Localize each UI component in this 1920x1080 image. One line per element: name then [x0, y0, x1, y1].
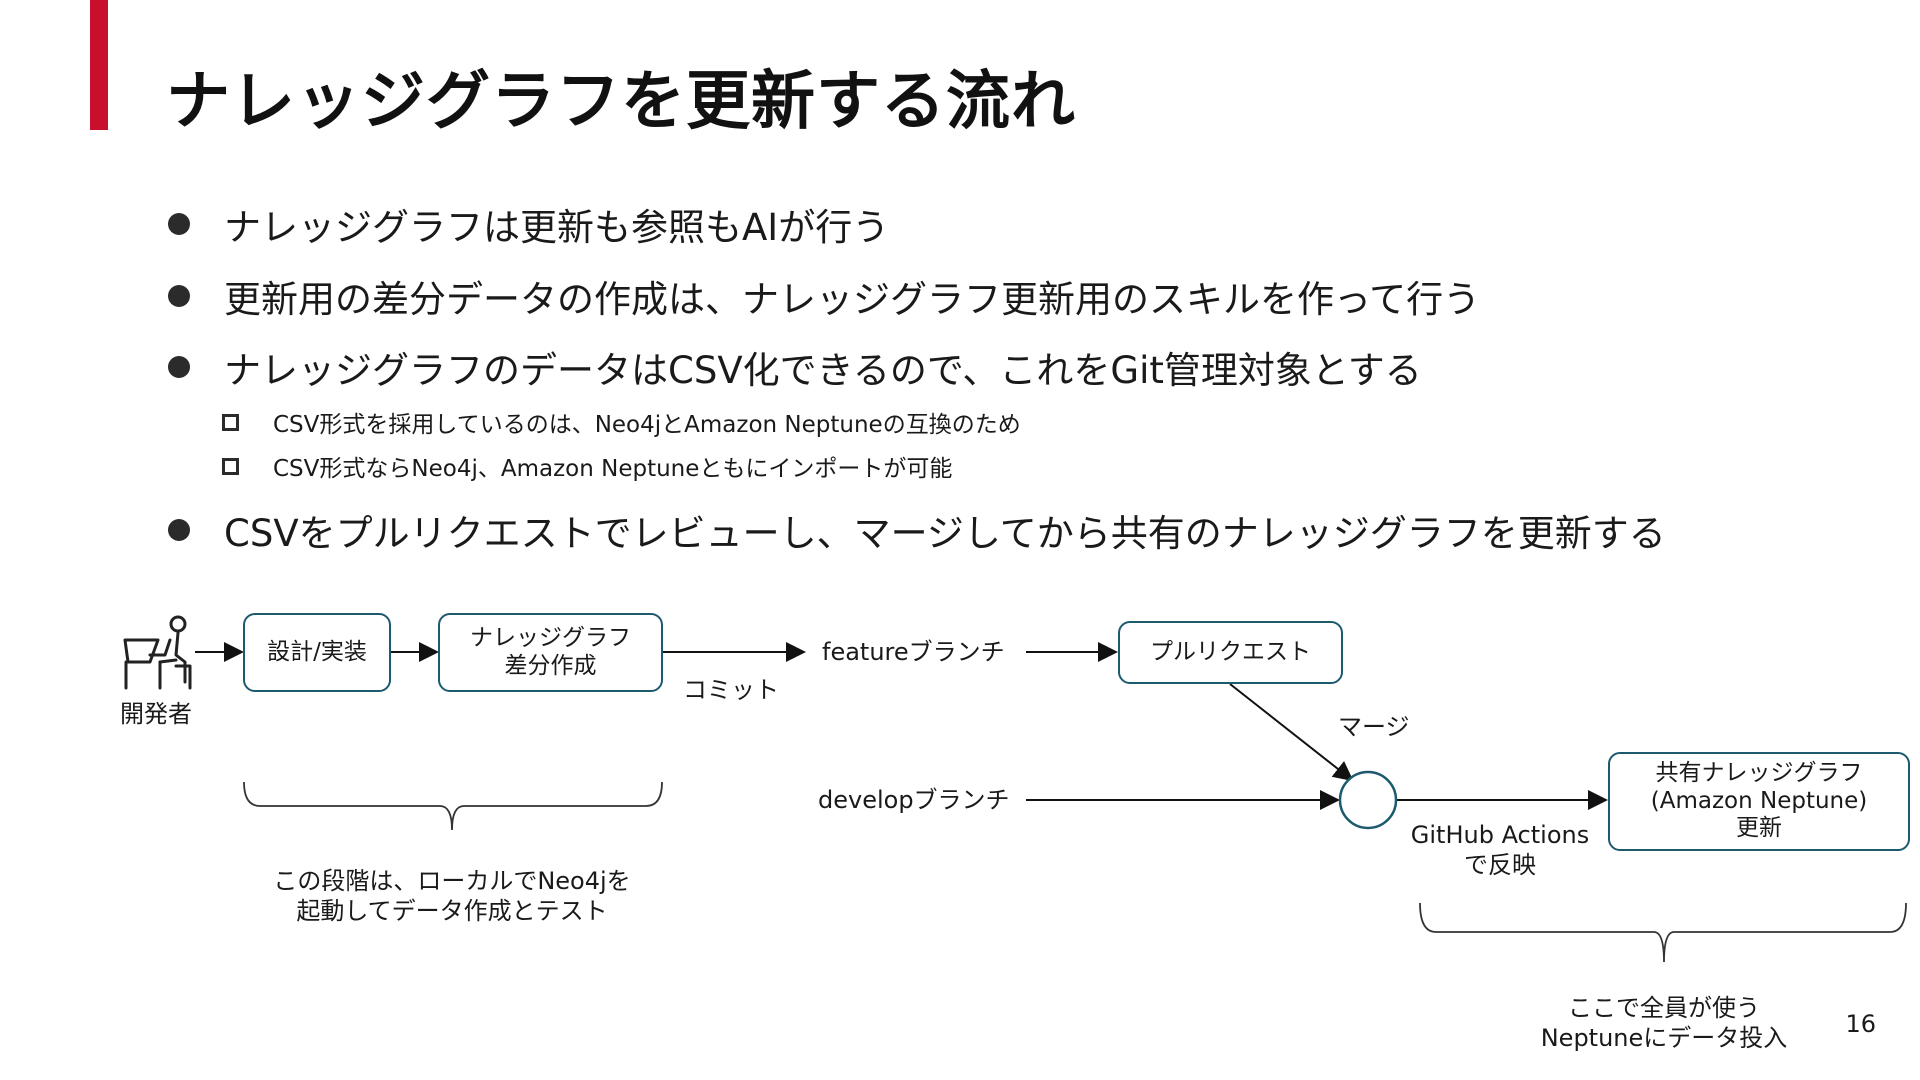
github-actions-line1: GitHub Actions: [1410, 821, 1590, 849]
pull-request-label: プルリクエスト: [1150, 638, 1311, 665]
bullet-dot-icon: [168, 285, 190, 307]
bullet-dot-icon: [168, 213, 190, 235]
shared-graph-box: 共有ナレッジグラフ (Amazon Neptune) 更新: [1608, 752, 1910, 851]
design-implement-label: 設計/実装: [267, 638, 367, 665]
merge-node: [1338, 770, 1398, 830]
developer-at-desk-icon: [123, 615, 192, 690]
bullet-item: ナレッジグラフは更新も参照もAIが行う: [168, 197, 889, 251]
bullet-text: 更新用の差分データの作成は、ナレッジグラフ更新用のスキルを作って行う: [224, 278, 1481, 321]
developer-label: 開発者: [120, 700, 192, 728]
shared-graph-line1: 共有ナレッジグラフ: [1655, 760, 1863, 787]
bullet-item: CSVをプルリクエストでレビューし、マージしてから共有のナレッジグラフを更新する: [168, 503, 1666, 557]
local-stage-note-line1: この段階は、ローカルでNeo4jを: [273, 867, 631, 895]
diff-create-line1: ナレッジグラフ: [470, 624, 631, 651]
bullet-dot-icon: [168, 519, 190, 541]
brace-local: [243, 781, 663, 831]
brace-shared: [1419, 902, 1907, 963]
commit-label: コミット: [683, 676, 779, 704]
slide-title: ナレッジグラフを更新する流れ: [166, 65, 1076, 139]
bullet-text: CSVをプルリクエストでレビューし、マージしてから共有のナレッジグラフを更新する: [224, 512, 1666, 555]
diff-create-line2: 差分作成: [504, 652, 597, 679]
github-actions-label: GitHub Actions で反映: [1404, 820, 1596, 880]
local-stage-note-line2: 起動してデータ作成とテスト: [296, 897, 608, 925]
shared-stage-note-line2: Neptuneにデータ投入: [1540, 1024, 1788, 1052]
diff-create-box: ナレッジグラフ 差分作成: [438, 613, 663, 692]
shared-stage-note: ここで全員が使う Neptuneにデータ投入: [1528, 993, 1800, 1053]
github-actions-line2: で反映: [1464, 851, 1536, 879]
sub-bullet-item: CSV形式ならNeo4j、Amazon Neptuneともにインポートが可能: [222, 449, 952, 483]
bullet-item: 更新用の差分データの作成は、ナレッジグラフ更新用のスキルを作って行う: [168, 269, 1480, 323]
local-stage-note: この段階は、ローカルでNeo4jを 起動してデータ作成とテスト: [262, 866, 642, 926]
sub-bullet-text: CSV形式ならNeo4j、Amazon Neptuneともにインポートが可能: [273, 456, 953, 482]
shared-stage-note-line1: ここで全員が使う: [1568, 994, 1760, 1022]
shared-graph-line2: (Amazon Neptune): [1650, 787, 1868, 814]
sub-bullet-text: CSV形式を採用しているのは、Neo4jとAmazon Neptuneの互換のた…: [273, 412, 1021, 438]
shared-graph-line3: 更新: [1736, 815, 1782, 842]
bullet-text: ナレッジグラフは更新も参照もAIが行う: [224, 206, 890, 249]
design-implement-box: 設計/実装: [243, 613, 391, 692]
feature-branch-label: featureブランチ: [822, 638, 1005, 666]
sub-bullet-item: CSV形式を採用しているのは、Neo4jとAmazon Neptuneの互換のた…: [222, 405, 1021, 439]
title-accent-bar: [90, 0, 108, 130]
bullet-text: ナレッジグラフのデータはCSV化できるので、これをGit管理対象とする: [224, 349, 1422, 392]
bullet-dot-icon: [168, 356, 190, 378]
merge-label: マージ: [1338, 713, 1410, 741]
sub-bullet-square-icon: [222, 457, 239, 475]
sub-bullet-square-icon: [222, 413, 239, 431]
pull-request-box: プルリクエスト: [1118, 621, 1343, 684]
bullet-item: ナレッジグラフのデータはCSV化できるので、これをGit管理対象とする: [168, 340, 1422, 394]
page-number: 16: [1845, 1010, 1876, 1038]
connector-arrow: [1229, 683, 1354, 782]
develop-branch-label: developブランチ: [818, 786, 1010, 814]
